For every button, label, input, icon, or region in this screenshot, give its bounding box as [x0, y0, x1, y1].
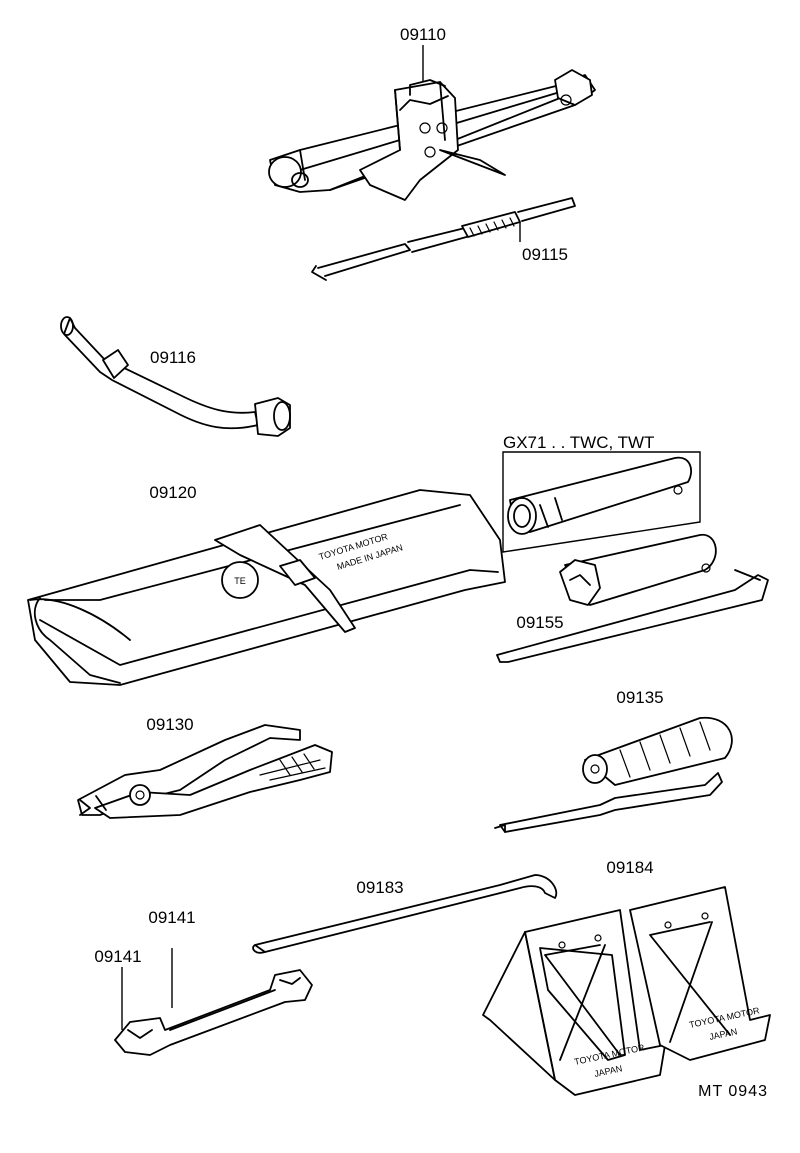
wheel-chock-right: TOYOTA MOTOR JAPAN: [629, 886, 771, 1061]
plug-wrench: [496, 534, 769, 663]
scissor-jack: [268, 69, 596, 201]
plug-socket-gx71: [507, 456, 692, 535]
label-wheel-wrench: 09116: [150, 348, 196, 367]
label-screwdriver: 09135: [616, 688, 663, 707]
label-wheel-chock: 09184: [606, 858, 653, 877]
bag-logo-icon: TE: [234, 576, 246, 586]
pliers: [77, 724, 333, 819]
label-tire-lever: 09183: [356, 878, 403, 897]
label-jack: 09110: [400, 25, 446, 44]
jack-handle: [311, 197, 576, 281]
tire-lever: [252, 874, 558, 954]
label-spanner-b: 09141: [94, 947, 141, 966]
wheel-chock-left: TOYOTA MOTOR JAPAN: [482, 909, 666, 1096]
label-tool-bag: 09120: [149, 483, 196, 502]
diagram-reference-code: MT 0943: [698, 1083, 768, 1100]
label-jack-handle: 09115: [522, 245, 568, 264]
label-plug-wrench: 09155: [516, 613, 563, 632]
tool-bag: TE TOYOTA MOTOR MADE IN JAPAN: [27, 489, 506, 686]
wheel-wrench: [60, 316, 291, 437]
screwdriver: [494, 717, 733, 833]
group-bracket: [502, 451, 701, 553]
label-spanner-a: 09141: [148, 908, 195, 927]
label-plug-wrench-group: GX71 . . TWC, TWT: [503, 433, 654, 452]
spanner: [114, 969, 313, 1056]
label-pliers: 09130: [146, 715, 193, 734]
